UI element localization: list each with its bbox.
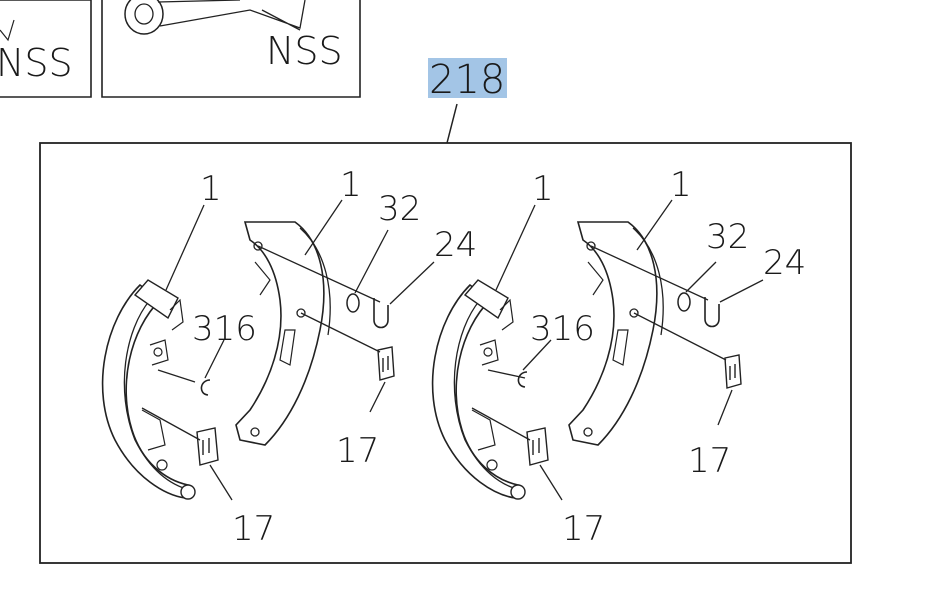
callout-left-clip-bottom: 17: [232, 509, 275, 549]
brake-shoe-outer-left: [101, 279, 196, 500]
bushing-icon: [124, 0, 306, 35]
callout-left-spring-clip: 24: [434, 225, 477, 265]
callout-right-spring-clip: 24: [763, 243, 806, 283]
assembly-leader-line: [446, 103, 458, 144]
retaining-pin-right-icon: [517, 371, 528, 388]
brake-shoe-inner-right: [568, 221, 664, 446]
assembly-ref-label: 218: [429, 57, 505, 103]
callout-left-clip-mid: 17: [336, 431, 379, 471]
callout-right-clip-bottom: 17: [562, 509, 605, 549]
callout-left-shoe-outer: 1: [200, 169, 222, 209]
washer-right-icon: [677, 292, 691, 312]
top-panel-right: NSS: [101, 0, 361, 98]
callout-left-pin: 316: [192, 309, 257, 349]
left-leader-lines: [141, 199, 435, 501]
top-panel-left: NSS: [0, 0, 92, 98]
callout-left-washer: 32: [378, 189, 421, 229]
right-shoe-set: [431, 199, 764, 501]
callout-right-shoe-outer: 1: [532, 169, 554, 209]
hold-down-clip-mid-left-icon: [377, 346, 395, 381]
brake-shoe-outer-right: [431, 279, 526, 500]
hold-down-clip-bottom-right-icon: [526, 427, 549, 466]
retaining-pin-left-icon: [200, 379, 211, 396]
callout-left-shoe-inner: 1: [340, 165, 362, 205]
callout-right-shoe-inner: 1: [670, 165, 692, 205]
hold-down-clip-mid-right-icon: [724, 354, 742, 389]
callout-right-pin: 316: [530, 309, 595, 349]
spring-clip-right-icon: [704, 297, 720, 328]
callout-right-washer: 32: [706, 217, 749, 257]
nss-label-left: NSS: [0, 41, 73, 85]
assembly-frame: [39, 142, 852, 564]
nss-label-right: NSS: [266, 29, 343, 73]
right-leader-lines: [471, 199, 764, 501]
hold-down-clip-bottom-left-icon: [196, 427, 219, 466]
assembly-ref-218[interactable]: 218: [428, 57, 507, 103]
callout-labels: 1 1 32 24 316 17 17 1 1 32 24 316 17 17: [192, 165, 806, 549]
left-shoe-set: [101, 199, 435, 501]
brake-shoe-inner-left: [235, 221, 331, 446]
washer-left-icon: [346, 293, 360, 313]
callout-right-clip-mid: 17: [688, 441, 731, 481]
spring-clip-left-icon: [373, 298, 389, 329]
